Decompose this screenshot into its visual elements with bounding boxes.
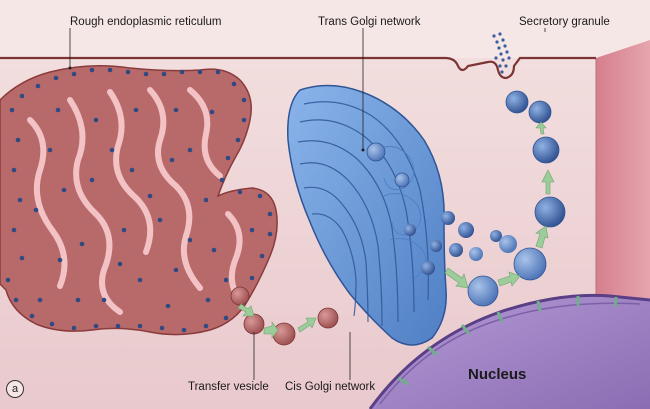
label-rough-er: Rough endoplasmic reticulum (70, 16, 222, 28)
label-cis-golgi: Cis Golgi network (285, 381, 376, 393)
transfer-vesicles (230, 286, 339, 346)
plasma-membrane (0, 56, 596, 80)
golgi-vesicles (404, 211, 517, 275)
label-secretory-granule: Secretory granule (519, 16, 610, 28)
nucleus (368, 293, 650, 409)
rough-endoplasmic-reticulum (0, 65, 278, 336)
label-transfer-vesicle: Transfer vesicle (188, 381, 269, 393)
label-nucleus: Nucleus (468, 366, 527, 383)
label-trans-golgi: Trans Golgi network (318, 16, 421, 28)
leader-lines (69, 28, 546, 380)
pathway-arrows (237, 121, 555, 339)
golgi-apparatus (287, 84, 447, 346)
secretory-vesicles (467, 90, 566, 307)
nuclear-pores (397, 296, 618, 386)
secreted-contents (492, 32, 511, 74)
panel-label: a (6, 380, 24, 398)
extracellular-plane (0, 0, 650, 58)
